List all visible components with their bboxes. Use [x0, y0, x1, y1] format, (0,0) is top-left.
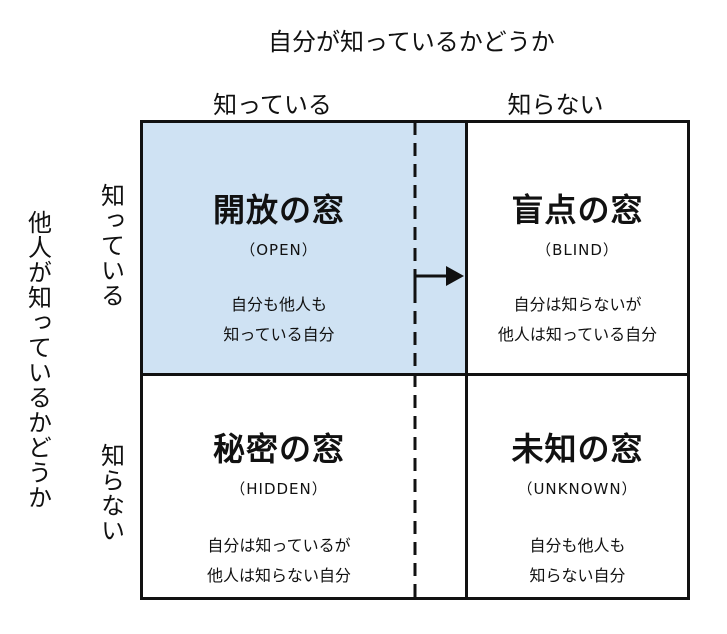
open-window-subtitle: （OPEN） [240, 241, 318, 259]
unknown-window-description: 自分も他人も 知らない自分 [529, 531, 625, 591]
boundary-overlay [413, 122, 464, 598]
hidden-window-title: 秘密の窓 [212, 430, 345, 468]
blind-window-subtitle: （BLIND） [536, 241, 619, 259]
row-label-known: 知っている [96, 182, 125, 308]
row-label-unknown: 知らない [96, 442, 125, 543]
expansion-arrow-icon [413, 266, 464, 292]
unknown-window-title: 未知の窓 [511, 430, 644, 468]
blind-window-description: 自分は知らないが 他人は知っている自分 [498, 290, 657, 350]
left-axis-title: 他人が知っているかどうか [23, 210, 52, 510]
top-axis-title: 自分が知っているかどうか [268, 28, 555, 56]
johari-window-grid: 開放の窓 （OPEN） 自分も他人も 知っている自分 盲点の窓 （BLIND） … [140, 120, 690, 600]
column-label-unknown: 知らない [507, 91, 604, 119]
column-label-known: 知っている [213, 91, 332, 119]
hidden-window-desc-line1: 自分は知っているが [207, 536, 351, 555]
unknown-window-desc-line1: 自分も他人も [529, 536, 626, 555]
open-window-desc-line2: 知っている自分 [223, 325, 335, 344]
hidden-window-desc-line2: 他人は知らない自分 [206, 566, 351, 585]
blind-window-title: 盲点の窓 [511, 191, 644, 229]
blind-window-desc-line1: 自分は知らないが [513, 295, 642, 314]
open-window: 開放の窓 （OPEN） 自分も他人も 知っている自分 [140, 120, 468, 376]
hidden-window-description: 自分は知っているが 他人は知らない自分 [207, 531, 351, 591]
open-window-description: 自分も他人も 知っている自分 [223, 290, 334, 350]
unknown-window-subtitle: （UNKNOWN） [517, 480, 638, 498]
hidden-window-subtitle: （HIDDEN） [230, 480, 328, 498]
open-window-title: 開放の窓 [212, 191, 345, 229]
unknown-window: 未知の窓 （UNKNOWN） 自分も他人も 知らない自分 [465, 373, 690, 600]
open-window-desc-line1: 自分も他人も [230, 295, 327, 314]
blind-window-desc-line2: 他人は知っている自分 [497, 325, 658, 344]
unknown-window-desc-line2: 知らない自分 [529, 566, 626, 585]
hidden-window: 秘密の窓 （HIDDEN） 自分は知っているが 他人は知らない自分 [140, 373, 468, 600]
